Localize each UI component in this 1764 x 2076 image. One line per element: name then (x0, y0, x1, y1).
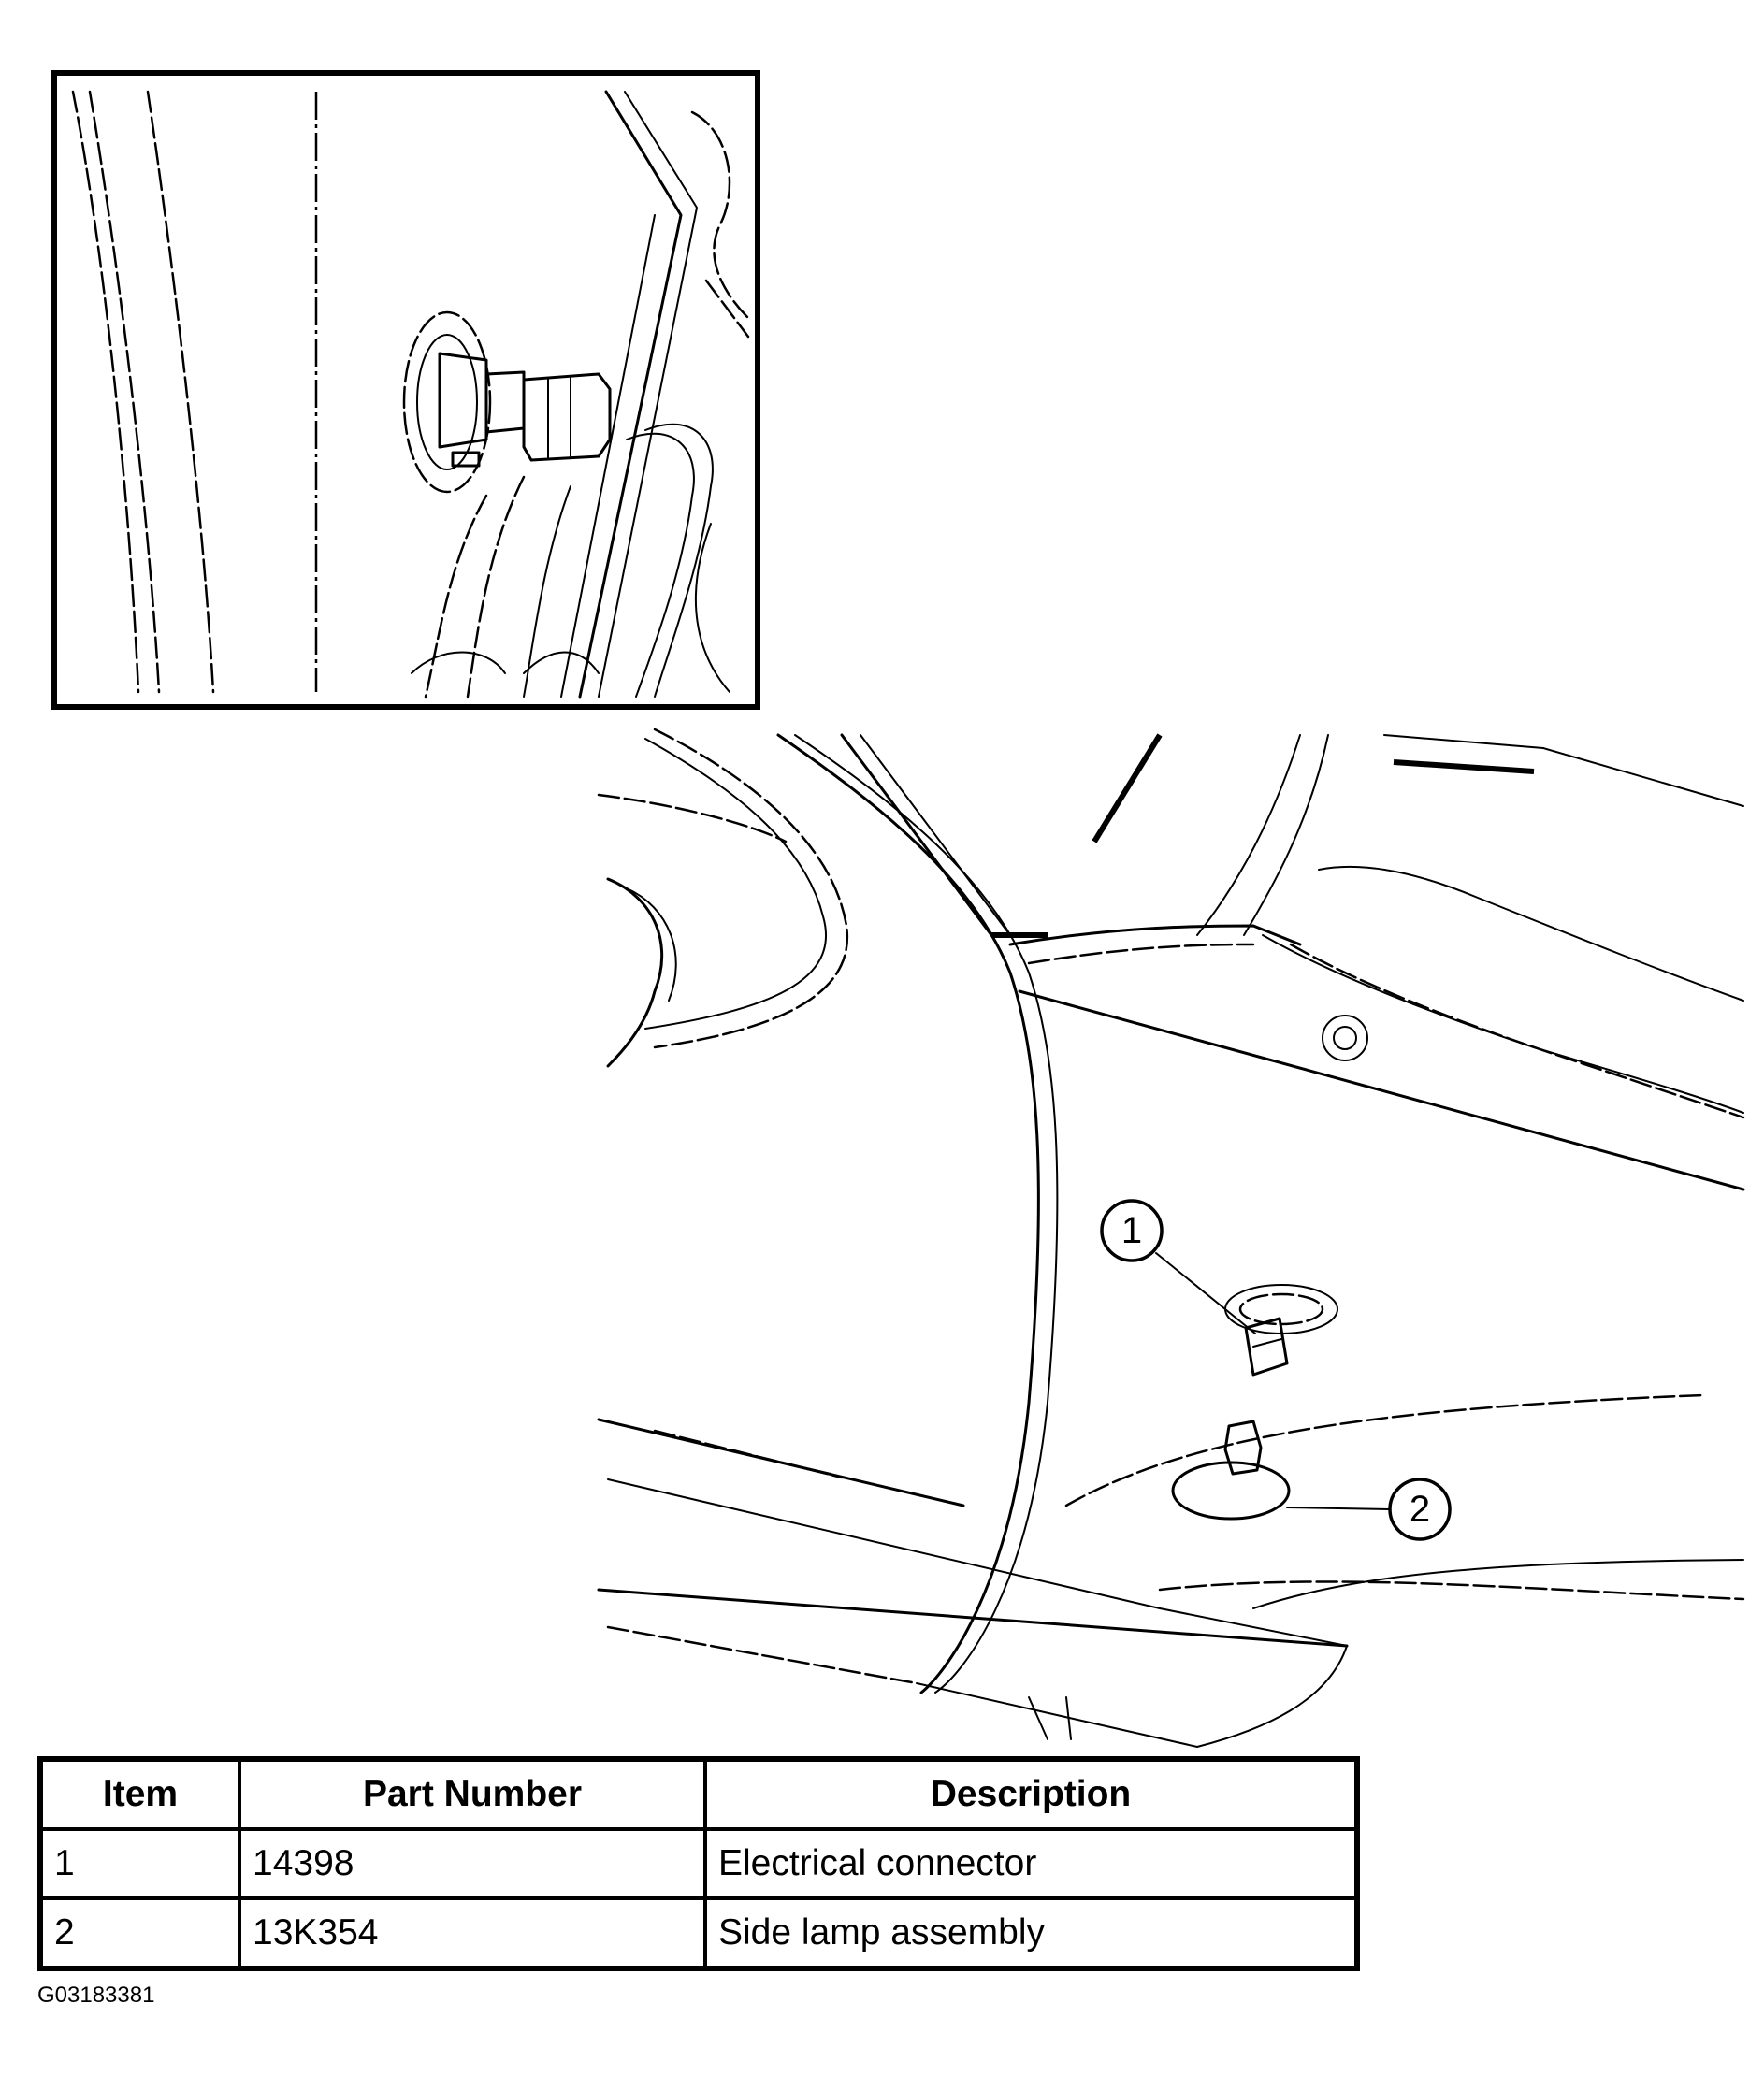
electrical-connector-body (522, 372, 612, 462)
hood-right-edge (1542, 747, 1744, 807)
door-edge-line-3 (146, 90, 215, 694)
header-description: Description (703, 1757, 1359, 1831)
fender-bolt-head (1333, 1026, 1357, 1050)
wheel-arch-lip-2 (1158, 1580, 1745, 1601)
wheel-arch-upper (1064, 1393, 1704, 1507)
headlamp-housing-outer (653, 728, 849, 1049)
table-row: 1 14398 Electrical connector (38, 1827, 1359, 1900)
inset-detail-view (51, 70, 760, 710)
lower-panel-line (424, 494, 488, 699)
harness-loop-2 (626, 432, 695, 698)
wiper-arm (1092, 733, 1163, 843)
cell-part-number: 13K354 (238, 1896, 707, 1970)
callout-2-leader (1286, 1507, 1391, 1510)
cell-description: Side lamp assembly (703, 1896, 1359, 1970)
electrical-connector-rib (1252, 1338, 1282, 1348)
cowl-panel (1008, 924, 1302, 946)
door-line-dash (653, 1429, 844, 1479)
main-vehicle-view: 1 2 (597, 728, 1745, 1748)
hood-vent (1393, 759, 1535, 774)
hood-line-2 (1243, 734, 1329, 936)
figure-id: G03183381 (37, 1982, 155, 2008)
connector-neck (484, 370, 526, 434)
cell-part-number: 14398 (238, 1827, 707, 1900)
hood-crease (1318, 865, 1744, 1002)
pillar-edge-inner (598, 91, 698, 698)
cell-description: Electrical connector (703, 1827, 1359, 1900)
rocker-tab (1028, 1696, 1048, 1740)
fender-body-line (1018, 989, 1745, 1191)
callout-1-number: 1 (1121, 1210, 1142, 1251)
harness-loop (644, 423, 714, 698)
fender-bolt (1322, 1015, 1368, 1061)
fender-top-line (1262, 934, 1744, 1114)
harness-outline (690, 110, 750, 320)
callout-2-number: 2 (1410, 1489, 1430, 1530)
fender-seam-inner (794, 734, 1059, 1694)
door-edge-line (71, 90, 140, 694)
cowl-panel-inner (1027, 943, 1255, 965)
hood-edge-line (597, 793, 788, 843)
header-part-number: Part Number (238, 1757, 707, 1831)
cell-item: 1 (38, 1827, 241, 1900)
lower-bracket (411, 651, 506, 674)
rocker-line (597, 1588, 1349, 1648)
pillar-edge-2 (560, 214, 656, 698)
harness-line (704, 279, 750, 339)
pillar-edge (578, 90, 683, 699)
hood-line (1196, 734, 1301, 936)
hood-top-line (1383, 734, 1544, 749)
side-lamp-lens (1171, 1461, 1291, 1521)
headlamp-lens-inner (626, 887, 677, 1002)
fender-top-line-2 (1289, 943, 1745, 1119)
callout-1-leader (1155, 1252, 1256, 1334)
headlamp-housing (644, 738, 828, 1030)
callout-2-circle (1388, 1478, 1452, 1541)
inset-frame (51, 70, 760, 710)
lower-bracket-2 (523, 651, 600, 674)
header-item: Item (38, 1757, 241, 1831)
rocker-bottom (916, 1682, 1198, 1748)
connector-clip (438, 352, 488, 449)
fender-seam (776, 733, 1040, 1694)
door-edge-line-2 (88, 90, 161, 694)
lamp-opening-inner (416, 334, 478, 470)
wheel-arch-lip (1252, 1559, 1744, 1609)
rocker-tab-2 (1065, 1696, 1072, 1740)
windshield-edge-2 (860, 734, 1011, 936)
lamp-mounting-hole-inner (1238, 1292, 1324, 1326)
cell-item: 2 (38, 1896, 241, 1970)
lower-panel-line-3 (523, 485, 571, 698)
rocker-line-dash (606, 1625, 918, 1685)
connector-tab (451, 451, 481, 468)
door-lower-line (607, 1478, 1161, 1609)
lamp-opening-outline (402, 310, 492, 494)
wheel-arch-curve (1196, 1645, 1348, 1748)
callout-1-circle (1100, 1199, 1164, 1262)
windshield-edge (840, 733, 993, 937)
headlamp-lens (606, 877, 664, 1068)
table-row: 2 13K354 Side lamp assembly (38, 1896, 1359, 1970)
parts-table-header-row: Item Part Number Description (38, 1757, 1359, 1831)
side-lamp-socket (1223, 1420, 1263, 1476)
lower-harness-curve (695, 523, 730, 693)
wheel-arch-step (1159, 1607, 1348, 1647)
electrical-connector (1244, 1317, 1289, 1377)
lower-panel-line-2 (466, 475, 526, 699)
parts-table: Item Part Number Description 1 14398 Ele… (37, 1756, 1360, 1971)
